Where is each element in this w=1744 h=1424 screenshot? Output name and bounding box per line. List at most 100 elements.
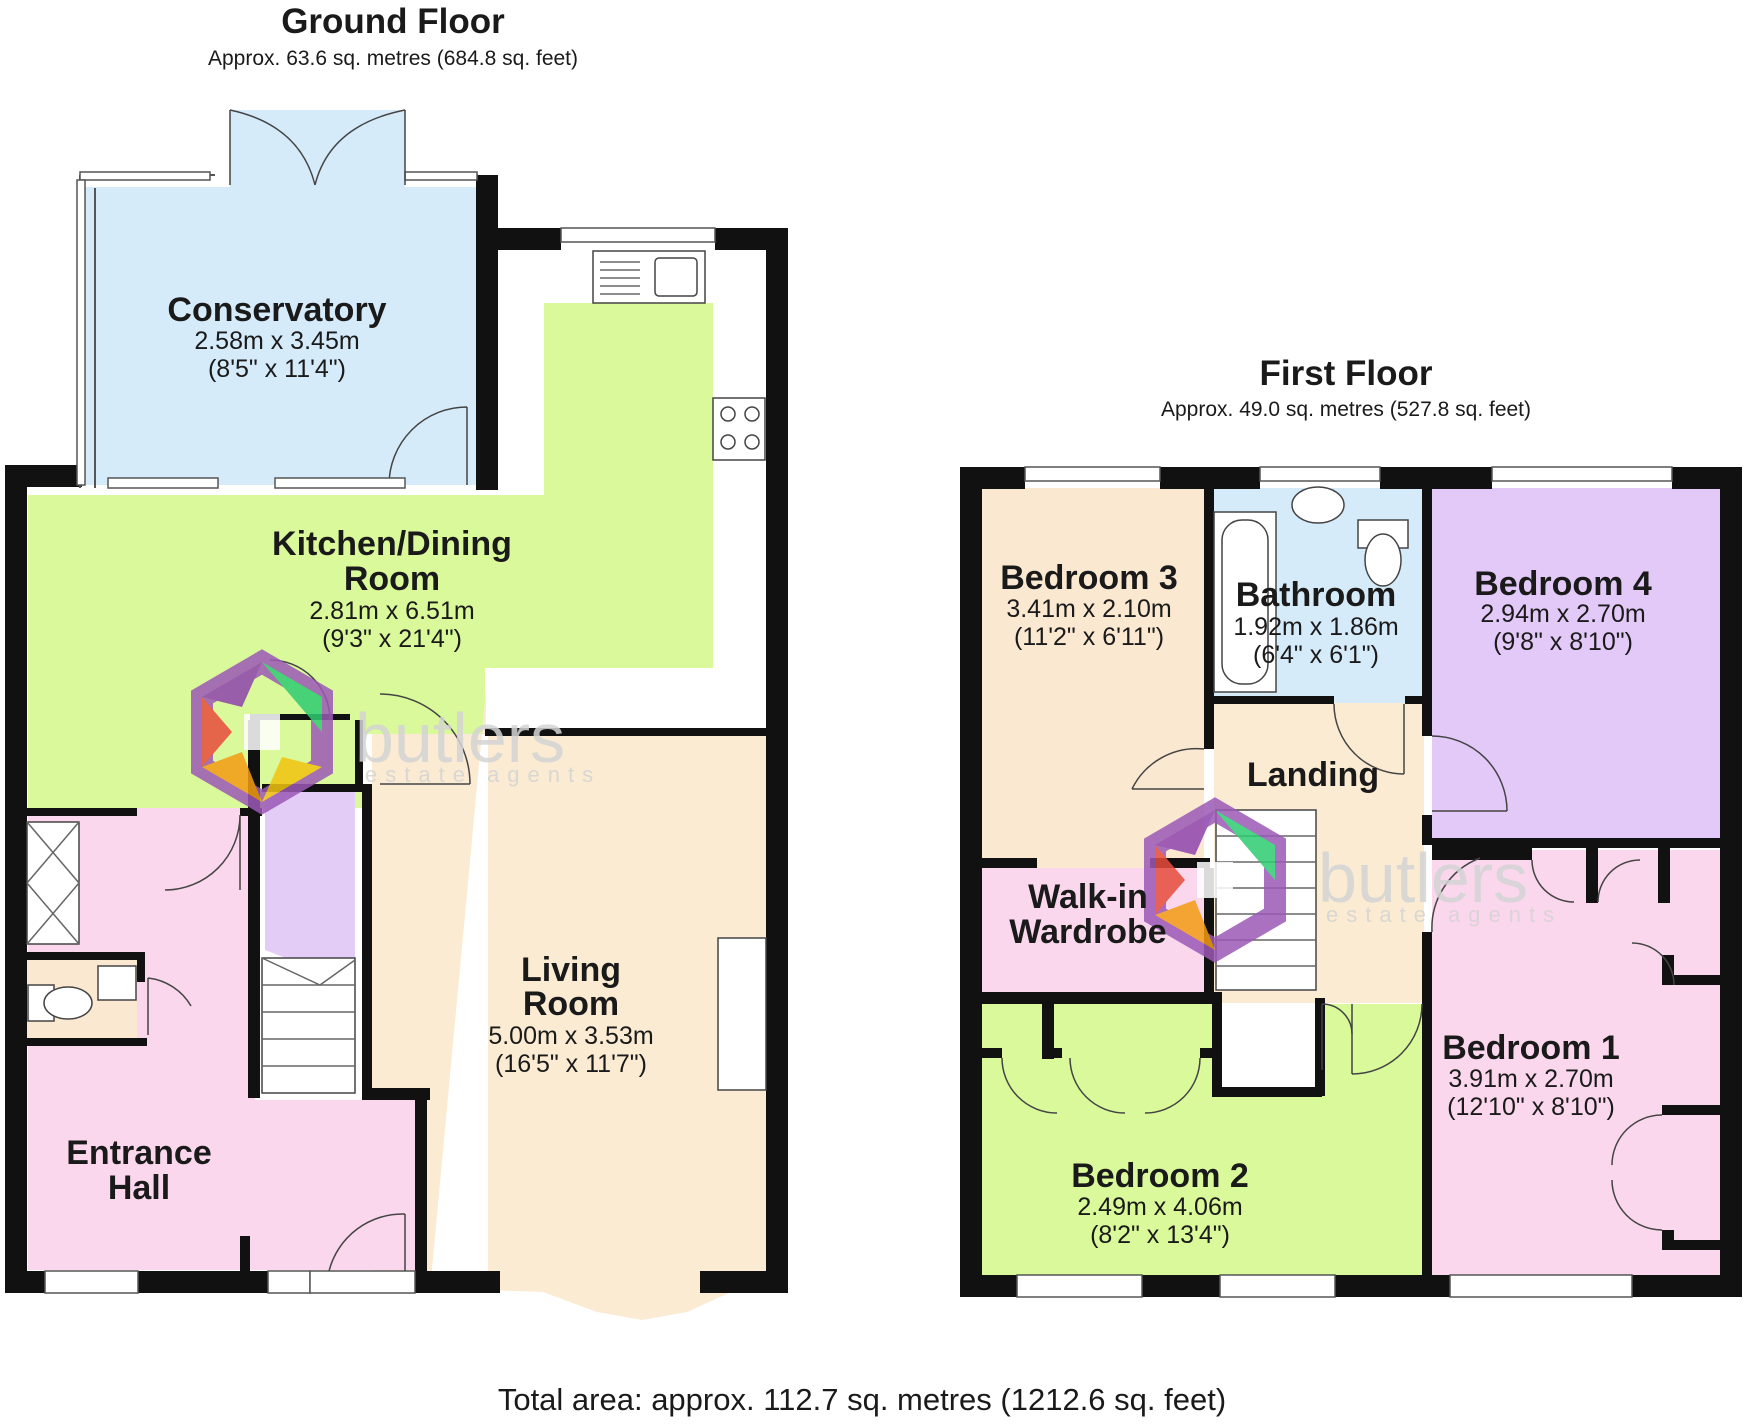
sink-basin xyxy=(654,257,698,297)
wc-basin xyxy=(97,965,137,1001)
gf-wall-south-1 xyxy=(5,1271,45,1293)
watermark-name: butlers xyxy=(355,699,565,777)
bathroom-name: Bathroom xyxy=(1236,576,1397,614)
bedroom2-name: Bedroom 2 xyxy=(1071,1157,1249,1195)
bedroom1-window xyxy=(1449,1274,1633,1298)
first-floor-title: First Floor xyxy=(1259,354,1432,393)
ground-floor-doors xyxy=(147,659,471,1272)
bedroom1-wardrobe-doors xyxy=(1531,859,1675,986)
bathroom-window xyxy=(1259,466,1381,482)
gf-wall-south-3 xyxy=(415,1271,500,1293)
bedroom1-wardrobe-doors-2 xyxy=(1611,1114,1663,1231)
gf-wall-wc-top xyxy=(27,952,137,960)
ff-wall-wardrobe-top xyxy=(982,858,1037,868)
ff-wall-bath-east xyxy=(1422,489,1432,704)
ff-wall-n3 xyxy=(1380,467,1492,489)
living-room-fill xyxy=(372,668,766,1320)
first-floor-walls xyxy=(960,467,1742,1297)
butlers-logo-icon xyxy=(191,649,333,815)
bedroom4-fill xyxy=(1432,488,1720,840)
stairs-flight xyxy=(261,957,356,1094)
living-name-line2: Room xyxy=(523,985,619,1023)
watermark-tagline: estate agents xyxy=(365,762,601,787)
watermark-name-2: butlers xyxy=(1318,839,1528,917)
hob-ring-3 xyxy=(720,434,736,450)
hob-ring-1 xyxy=(720,406,736,422)
bedroom3-window xyxy=(1024,466,1161,482)
kitchen-name-line2: Room xyxy=(344,560,440,598)
bedroom3-fill xyxy=(982,488,1204,868)
ff-wall-s1 xyxy=(960,1275,1017,1297)
ff-wall-b2-north xyxy=(982,992,1222,1004)
entrance-hall-fill xyxy=(28,808,415,1270)
ff-wall-s4 xyxy=(1632,1275,1742,1297)
conservatory-french-doors xyxy=(229,109,406,186)
conservatory-window-n2 xyxy=(404,171,478,181)
gf-wall-stair-east-upper xyxy=(355,720,363,790)
conservatory-inner-door xyxy=(388,406,468,486)
ff-wall-b1-wardrobe8 xyxy=(1662,1240,1722,1250)
bedroom2-window-2 xyxy=(1219,1274,1336,1298)
ground-floor-walls xyxy=(5,175,788,1293)
bedroom2-metric: 2.49m x 4.06m xyxy=(1077,1193,1242,1221)
conservatory-door-fill xyxy=(230,110,405,187)
wardrobe-line1: Walk-in xyxy=(1028,878,1148,916)
ff-wall-b1-wardrobe2 xyxy=(1586,848,1598,903)
living-fireplace xyxy=(717,937,767,1091)
living-imperial: (16'5" x 11'7") xyxy=(495,1050,647,1078)
ff-wall-bath-south xyxy=(1214,696,1334,704)
kitchen-metric: 2.81m x 6.51m xyxy=(309,597,474,625)
ff-wall-n4 xyxy=(1672,467,1742,489)
ff-wall-s2 xyxy=(1142,1275,1220,1297)
bedroom1-fill xyxy=(1432,850,1720,1276)
watermark-tagline-2: estate agents xyxy=(1326,902,1562,927)
kitchen-window-sink xyxy=(560,227,716,243)
kitchen-name-line1: Kitchen/Dining xyxy=(272,525,512,563)
gf-wall-stair-north xyxy=(250,714,350,720)
ff-wall-landing-e2 xyxy=(1422,815,1432,845)
kitchen-window-1 xyxy=(107,477,219,489)
bedroom3-door xyxy=(1131,747,1205,790)
ff-wall-b2-wardrobe2 xyxy=(1042,1004,1054,1059)
watermark-first: butlers estate agents xyxy=(1144,797,1562,963)
wardrobe-line2: Wardrobe xyxy=(1009,913,1166,951)
gf-wall-wc-bottom xyxy=(27,1038,147,1046)
ff-wall-b2-wardrobe3 xyxy=(1042,1048,1062,1058)
gf-wall-east xyxy=(766,228,788,1293)
bathroom-basin xyxy=(1291,486,1345,524)
front-door-threshold xyxy=(309,1270,416,1294)
ff-wall-n1 xyxy=(960,467,1025,489)
gf-wall-south-2 xyxy=(138,1271,268,1293)
gf-wall-hall-stub xyxy=(240,1236,250,1276)
bedroom1-door xyxy=(1431,857,1481,933)
ff-wall-s3 xyxy=(1335,1275,1450,1297)
gf-wall-hall-n1 xyxy=(27,808,137,816)
bedroom2-window-1 xyxy=(1016,1274,1143,1298)
ff-wall-b2-wardrobe4 xyxy=(1200,1048,1220,1058)
kitchen-imperial: (9'3" x 21'4") xyxy=(322,625,462,653)
bathroom-door xyxy=(1333,703,1405,775)
bedroom3-metric: 3.41m x 2.10m xyxy=(1006,595,1171,623)
ff-wall-n2 xyxy=(1160,467,1260,489)
ff-wall-cupboard-e xyxy=(1315,998,1325,1096)
understairs-fill xyxy=(265,790,355,985)
entrance-hall-line1: Entrance xyxy=(66,1134,212,1172)
ff-wall-landing-e1 xyxy=(1422,704,1432,736)
bathroom-imperial: (6'4" x 6'1") xyxy=(1253,641,1379,669)
gf-wall-living-lower xyxy=(415,1088,427,1278)
gf-wall-wc-east xyxy=(137,952,145,982)
conservatory-metric: 2.58m x 3.45m xyxy=(194,327,359,355)
kitchen-window-2 xyxy=(274,477,406,489)
hob-ring-2 xyxy=(744,406,760,422)
ff-wall-b1-wardrobe1 xyxy=(1432,848,1532,860)
gf-wall-kitchen-n1 xyxy=(476,228,561,250)
ground-floor-area: Approx. 63.6 sq. metres (684.8 sq. feet) xyxy=(208,47,578,70)
landing-name: Landing xyxy=(1247,756,1379,794)
ff-wall-cupboard-s xyxy=(1212,1087,1322,1097)
bedroom4-name: Bedroom 4 xyxy=(1474,565,1652,603)
wc-pan xyxy=(43,986,93,1020)
conservatory-fill xyxy=(80,187,480,485)
ff-wall-b4-south xyxy=(1432,838,1722,848)
ground-floor-rooms xyxy=(28,110,766,1320)
